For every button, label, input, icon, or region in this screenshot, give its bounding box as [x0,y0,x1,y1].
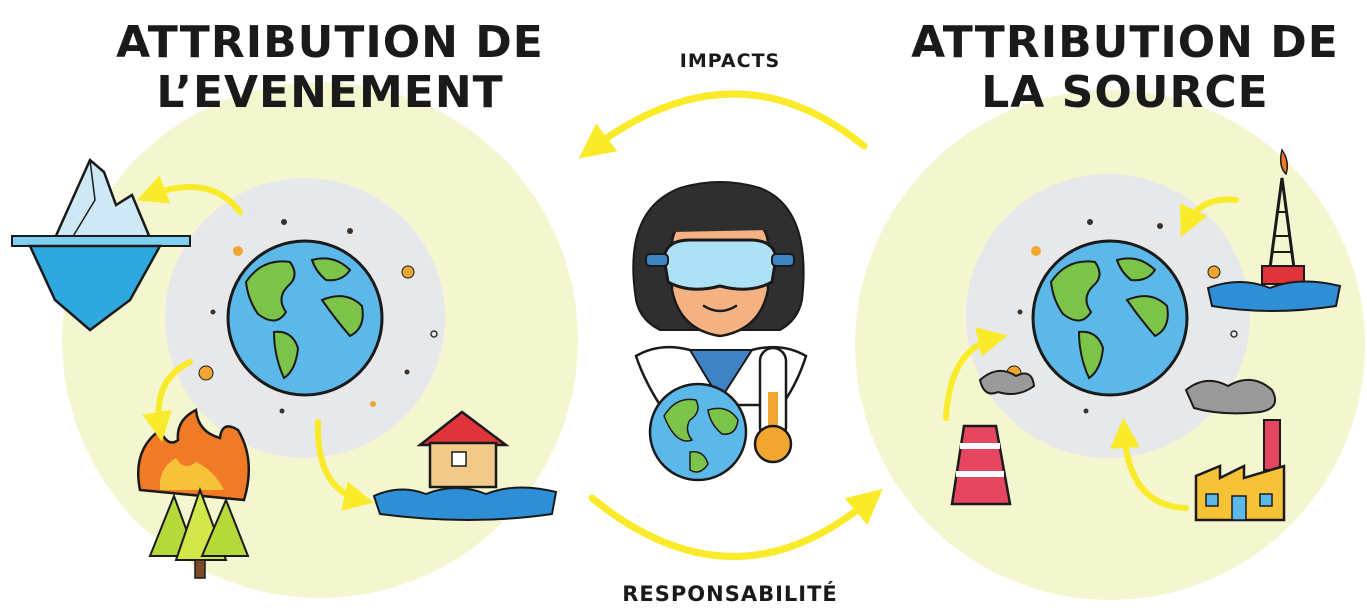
flooded-house-icon [372,410,558,521]
right-panel-title: ATTRIBUTION DE LA SOURCE [910,18,1340,118]
goggles-icon [662,238,778,291]
left-title-line2: L’EVENEMENT [156,67,504,118]
right-title-line1: ATTRIBUTION DE [911,17,1339,68]
responsabilite-arrow [588,488,883,560]
forest-fire-icon [136,408,250,579]
left-dots [198,219,438,414]
impacts-label: IMPACTS [679,50,781,72]
left-cycle-arrows [136,175,374,511]
factory-icon [1184,379,1286,522]
responsabilite-label: RESPONSABILITÉ [622,582,838,606]
right-title-line2: LA SOURCE [981,67,1269,118]
left-title-line1: ATTRIBUTION DE [116,17,544,68]
iceberg-icon [11,157,191,332]
earth-icon [1031,239,1189,397]
impacts-arrow [578,90,868,159]
left-panel-title: ATTRIBUTION DE L’EVENEMENT [110,18,550,118]
oil-rig-icon [1206,148,1342,312]
power-plant-icon [950,369,1036,506]
earth-icon [226,239,384,397]
small-earth-icon [648,382,748,482]
right-cycle-arrows [943,196,1239,511]
thermometer-icon [753,346,793,464]
